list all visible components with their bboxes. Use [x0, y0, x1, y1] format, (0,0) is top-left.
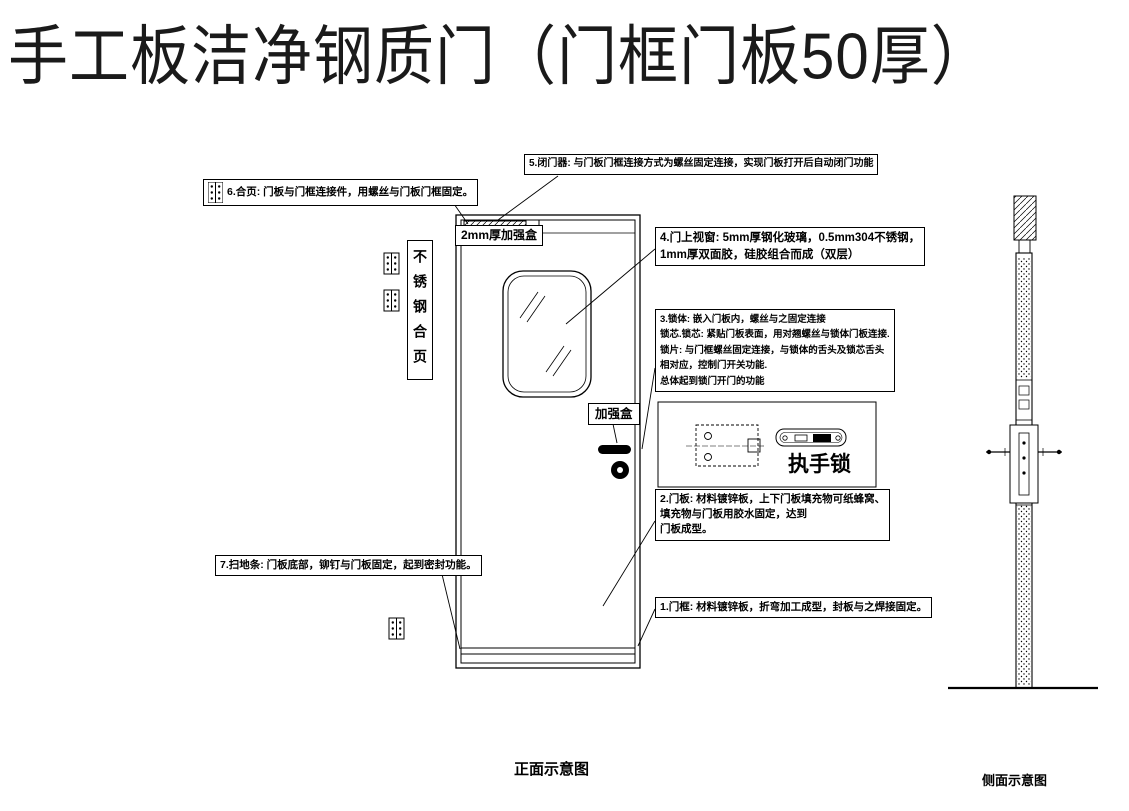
callout-lock-line1: 3.锁体: 嵌入门板内，螺丝与之固定连接: [660, 314, 826, 325]
door-side-view: [948, 195, 1098, 690]
callout-window: 4.门上视窗: 5mm厚钢化玻璃，0.5mm304不锈钢， 1mm厚双面胶，硅胶…: [655, 227, 926, 267]
callout-frame: 1.门框: 材料镀锌板，折弯加工成型，封板与之焊接固定。: [655, 597, 933, 619]
callout-sweep: 7.扫地条: 门板底部，铆钉与门板固定，起到密封功能。: [215, 555, 482, 577]
callout-door-closer-text: 5.闭门器: 与门板门框连接方式为螺丝固定连接，实现门板打开后自动闭门功能: [529, 158, 874, 169]
door-window: [502, 270, 592, 398]
label-reinforce-mid-text: 加强盒: [595, 407, 633, 421]
label-reinforce-top-text: 2mm厚加强盒: [461, 228, 538, 242]
lock-body-drawing: [686, 424, 766, 467]
leader-lines: [439, 175, 656, 650]
label-handle-lock-text: 执手锁: [788, 453, 851, 476]
callout-lock-line3: 锁片: 与门框螺丝固定连接，与锁体的舌头及锁芯舌头: [660, 344, 885, 356]
label-stainless-hinge-vertical: 不锈钢合页: [407, 240, 433, 380]
side-view-lock-detail: [986, 424, 1062, 504]
callout-door-closer: 5.闭门器: 与门板门框连接方式为螺丝固定连接，实现门板打开后自动闭门功能: [524, 154, 879, 175]
hinge-icon: [388, 617, 405, 640]
lock-illustration-box: [657, 401, 877, 488]
leader-sweep: [439, 565, 461, 650]
callout-lock-line2: 锁芯.锁芯: 紧贴门板表面，用对翘螺丝与锁体门板连接.: [660, 329, 890, 341]
callout-lock: 3.锁体: 嵌入门板内，螺丝与之固定连接 锁芯.锁芯: 紧贴门板表面，用对翘螺丝…: [655, 309, 895, 392]
door-handle: [598, 445, 631, 479]
label-handle-lock: 执手锁: [784, 448, 855, 482]
label-reinforce-mid: 加强盒: [588, 403, 640, 426]
callout-window-line2: 1mm厚双面胶，硅胶组合而成（双层）: [660, 248, 860, 261]
callout-panel-line3: 门板成型。: [660, 523, 713, 536]
leader-panel: [602, 520, 656, 607]
callout-panel-line2: 填充物与门板用胶水固定，达到: [660, 508, 807, 521]
door-front-view: [455, 214, 641, 669]
glass-slash-marks: [519, 291, 572, 377]
callout-hinge: 6.合页: 门板与门框连接件，用螺丝与门板门框固定。: [203, 179, 479, 206]
side-view-top-detail: [1013, 195, 1037, 241]
callout-lock-line4: 相对应，控制门开关功能.: [660, 360, 768, 372]
label-reinforce-top: 2mm厚加强盒: [455, 225, 544, 247]
side-view-connector: [1018, 239, 1031, 254]
front-view-caption: 正面示意图: [514, 761, 590, 778]
leader-window: [565, 248, 656, 325]
leader-closer: [497, 175, 559, 221]
side-view-fill-lower: [1017, 505, 1031, 685]
callout-panel: 2.门板: 材料镀锌板，上下门板填充物可纸蜂窝、 填充物与门板用胶水固定，达到 …: [655, 489, 891, 541]
leader-lock: [641, 367, 656, 450]
callout-frame-text: 1.门框: 材料镀锌板，折弯加工成型，封板与之焊接固定。: [660, 601, 928, 613]
leader-reinforce-box: [612, 423, 618, 444]
callout-lock-line5: 总体起到锁门开门的功能: [660, 375, 765, 387]
door-frame-outer: [455, 214, 641, 669]
side-view-fill-upper: [1017, 258, 1031, 378]
callout-sweep-text: 7.扫地条: 门板底部，铆钉与门板固定，起到密封功能。: [220, 559, 477, 571]
drawing-title: 手工板洁净钢质门（门框门板50厚）: [8, 20, 992, 93]
hinge-icon: [208, 182, 223, 203]
strike-plate-drawing: [775, 428, 847, 447]
leader-frame: [637, 608, 656, 647]
callout-panel-line1: 2.门板: 材料镀锌板，上下门板填充物可纸蜂窝、: [660, 493, 886, 505]
hinge-icon: [383, 289, 400, 312]
callout-window-line1: 4.门上视窗: 5mm厚钢化玻璃，0.5mm304不锈钢，: [660, 232, 921, 244]
lock-illustration: [657, 401, 877, 488]
callout-hinge-text: 6.合页: 门板与门框连接件，用螺丝与门板门框固定。: [227, 185, 474, 198]
door-frame-inner: [460, 219, 636, 664]
side-view-caption: 侧面示意图: [982, 773, 1048, 788]
hinge-icon: [383, 252, 400, 275]
